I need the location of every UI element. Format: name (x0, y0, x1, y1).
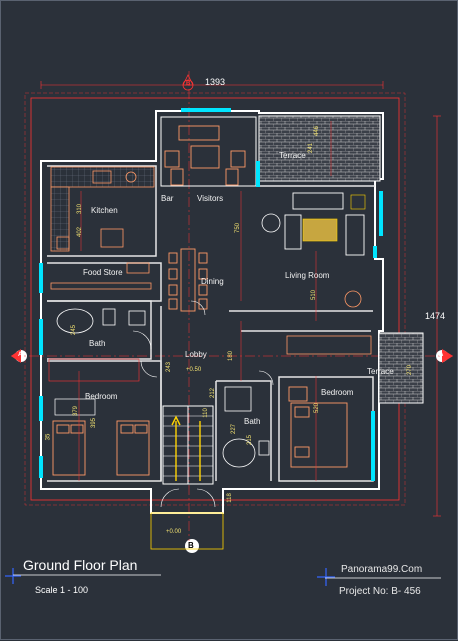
drawing-scale: Scale 1 - 100 (35, 585, 89, 595)
terrace-top-floor (258, 115, 381, 182)
dim-118: 118 (226, 493, 233, 503)
bath-left-fixtures (56, 308, 146, 334)
dim-379: 379 (73, 405, 80, 417)
room-label-visitors: Visitors (197, 194, 224, 203)
room-label-bedroom-right: Bedroom (321, 388, 354, 397)
room-label-terrace-right: Terrace (367, 367, 394, 376)
level-mark-lobby: +0.50 (186, 367, 202, 373)
dim-35: 35 (45, 433, 52, 441)
dim-446: 446 (314, 125, 321, 137)
dim-520: 520 (314, 402, 321, 414)
axis-label-left: A (18, 352, 23, 358)
dim-245: 245 (71, 324, 78, 336)
level-mark-porch: +0.00 (166, 529, 182, 535)
entrance-porch (150, 512, 224, 550)
dim-395: 395 (91, 417, 98, 429)
room-label-living-room: Living Room (285, 271, 330, 280)
axis-label-bottom: B (188, 541, 194, 550)
dim-180: 180 (228, 350, 235, 362)
bedroom-right-bed (288, 386, 348, 468)
staircase (162, 405, 214, 485)
room-label-bedroom-left: Bedroom (85, 392, 118, 401)
axis-label-right: A (439, 352, 444, 358)
wardrobe-right (286, 335, 372, 355)
dim-212: 212 (210, 387, 217, 399)
armchair-icon (261, 213, 281, 233)
site-boundary (30, 97, 400, 501)
stair-arrows (171, 415, 201, 481)
dim-310: 310 (77, 203, 84, 215)
crosshair-logo-right (317, 568, 335, 586)
overall-depth-dimension: 1474 (425, 311, 446, 321)
room-label-bar: Bar (161, 194, 174, 203)
bath-center-fixtures (222, 386, 270, 468)
room-label-dining: Dining (201, 277, 224, 286)
interior-dimension-lines (78, 121, 332, 481)
room-label-lobby: Lobby (185, 350, 207, 359)
dim-215: 215 (247, 434, 254, 446)
dim-110: 110 (202, 408, 209, 418)
dim-510-living: 510 (311, 289, 318, 301)
dim-750: 750 (235, 222, 242, 234)
crosshair-logo-left (5, 568, 21, 584)
room-label-terrace-top: Terrace (279, 151, 306, 160)
room-label-bath-center: Bath (244, 417, 261, 426)
room-label-kitchen: Kitchen (91, 206, 118, 215)
drawing-title: Ground Floor Plan (23, 557, 138, 573)
windows (39, 108, 383, 481)
section-marker-top (182, 74, 194, 91)
door-swings (132, 300, 274, 508)
wardrobe-left (48, 358, 140, 382)
kitchen-counter (50, 166, 155, 188)
section-marker-bottom (185, 539, 199, 553)
plant-icon (344, 290, 362, 308)
dim-241: 241 (308, 142, 315, 154)
food-store-shelves (50, 262, 152, 290)
website-label: Panorama99.Com (341, 564, 423, 575)
axis-label-top: B (186, 81, 191, 87)
visitors-seating (164, 125, 246, 186)
bedroom-left-beds (52, 420, 150, 476)
dim-270: 270 (407, 364, 414, 376)
dining-table (168, 248, 208, 312)
living-room-rug (302, 218, 338, 242)
terrace-right-floor (378, 332, 424, 404)
kitchen-counter-side (50, 186, 70, 252)
kitchen-appliances (56, 170, 137, 250)
project-number: Project No: B- 456 (339, 586, 421, 597)
overall-width-dimension: 1393 (205, 77, 226, 87)
dim-227: 227 (231, 423, 238, 435)
living-room-sofas (284, 192, 365, 256)
dim-402: 402 (77, 226, 84, 238)
desk-left (54, 398, 96, 416)
room-label-food-store: Food Store (83, 268, 123, 277)
dim-243: 243 (166, 361, 173, 373)
room-label-bath-left: Bath (89, 339, 106, 348)
